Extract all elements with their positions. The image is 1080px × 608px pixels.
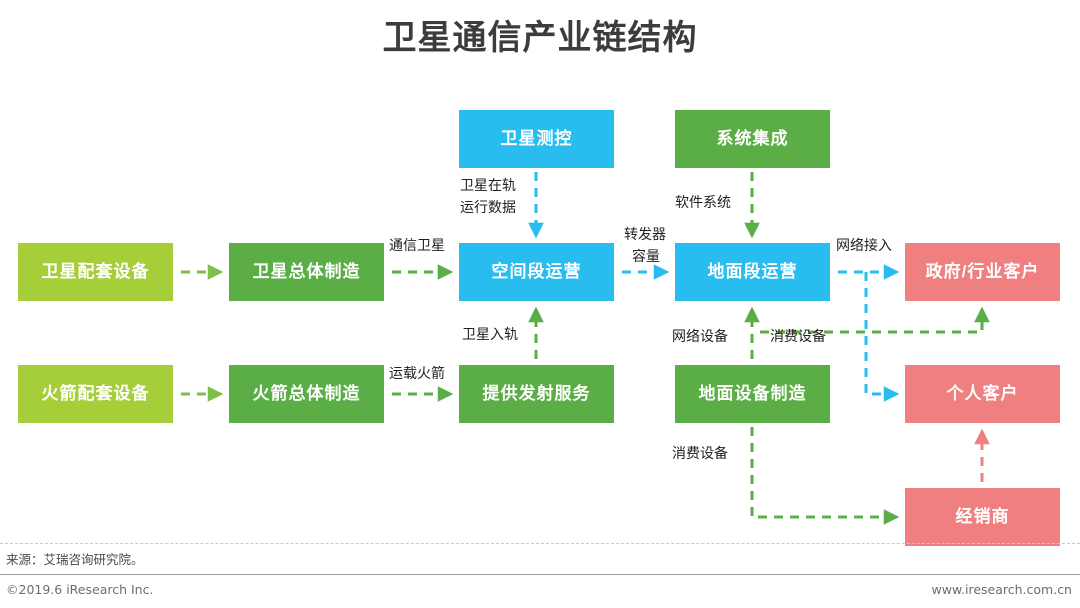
- edge-label-comm-satellite: 通信卫星: [389, 238, 445, 254]
- node-gov-industry-clients[interactable]: 政府/行业客户: [905, 243, 1060, 301]
- source-text: 来源：艾瑞咨询研究院。: [6, 552, 144, 567]
- node-label: 卫星测控: [500, 128, 573, 148]
- node-satellite-manufacture[interactable]: 卫星总体制造: [229, 243, 384, 301]
- edge-label-consumer-device-top: 消费设备: [770, 329, 826, 345]
- node-ground-equipment-mfg[interactable]: 地面设备制造: [675, 365, 830, 423]
- node-system-integration[interactable]: 系统集成: [675, 110, 830, 168]
- node-label: 经销商: [955, 506, 1010, 526]
- edge-label-software-system: 软件系统: [675, 195, 731, 211]
- edge-label-network-access: 网络接入: [836, 238, 892, 254]
- node-space-segment-ops[interactable]: 空间段运营: [459, 243, 614, 301]
- node-label: 政府/行业客户: [925, 261, 1040, 281]
- node-launch-services[interactable]: 提供发射服务: [459, 365, 614, 423]
- edge-label-launch-vehicle: 运载火箭: [389, 366, 445, 382]
- node-distributors[interactable]: 经销商: [905, 488, 1060, 546]
- edge-ground-equipment-to-distributors: [750, 427, 900, 525]
- source-divider-bottom: [0, 574, 1080, 575]
- edge-label-network-device: 网络设备: [672, 329, 728, 345]
- node-label: 火箭配套设备: [41, 383, 150, 403]
- node-label: 地面设备制造: [698, 383, 807, 403]
- node-label: 系统集成: [716, 128, 789, 148]
- edge-label-transponder-line1: 转发器: [624, 227, 666, 243]
- edge-ground-ops-to-individual-clients: [864, 272, 900, 402]
- node-satellite-tracking[interactable]: 卫星测控: [459, 110, 614, 168]
- source-divider-top: [0, 543, 1080, 544]
- edge-label-transponder-line2: 容量: [632, 249, 660, 265]
- page-title: 卫星通信产业链结构: [382, 19, 698, 57]
- node-label: 个人客户: [946, 383, 1019, 403]
- node-label: 空间段运营: [491, 261, 582, 281]
- node-ground-segment-ops[interactable]: 地面段运营: [675, 243, 830, 301]
- node-label: 火箭总体制造: [252, 383, 361, 403]
- node-label: 提供发射服务: [482, 383, 591, 403]
- node-individual-clients[interactable]: 个人客户: [905, 365, 1060, 423]
- node-rocket-manufacture[interactable]: 火箭总体制造: [229, 365, 384, 423]
- edge-label-orbit-data-line2: 运行数据: [460, 200, 516, 216]
- edge-label-satellite-orbit-entry: 卫星入轨: [462, 327, 518, 343]
- edge-label-orbit-data-line1: 卫星在轨: [460, 178, 516, 194]
- node-satellite-components[interactable]: 卫星配套设备: [18, 243, 173, 301]
- edge-label-consumer-device-bottom: 消费设备: [672, 446, 728, 462]
- node-label: 卫星配套设备: [41, 261, 150, 281]
- node-label: 卫星总体制造: [252, 261, 361, 281]
- copyright-text: ©2019.6 iResearch Inc.: [6, 582, 154, 597]
- node-label: 地面段运营: [707, 261, 798, 281]
- node-rocket-components[interactable]: 火箭配套设备: [18, 365, 173, 423]
- website-link[interactable]: www.iresearch.com.cn: [931, 582, 1073, 597]
